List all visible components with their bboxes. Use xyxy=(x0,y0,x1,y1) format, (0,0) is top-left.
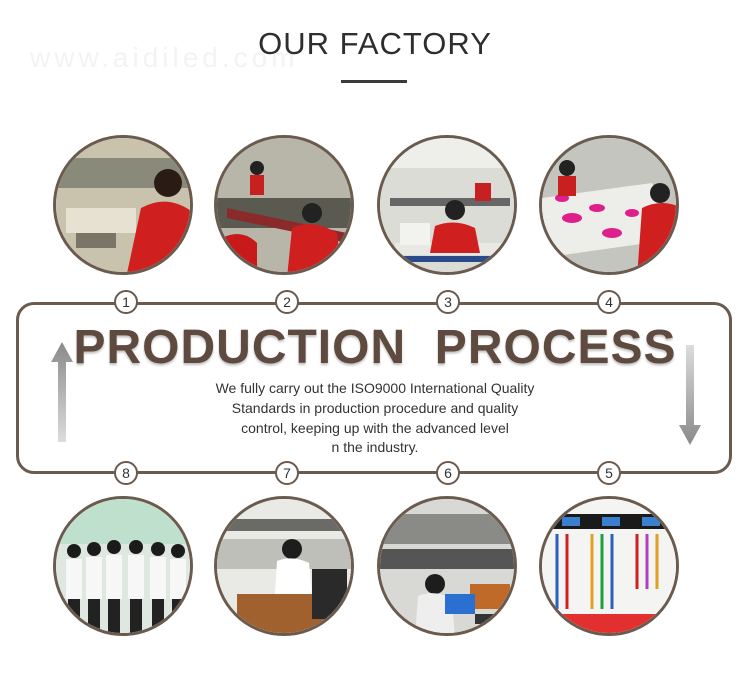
process-line-1: We fully carry out the ISO9000 Internati… xyxy=(215,380,535,396)
factory-photo-1 xyxy=(53,135,193,275)
arrow-up-icon xyxy=(51,342,73,442)
step-number-8: 8 xyxy=(114,461,138,485)
step-number-7: 7 xyxy=(275,461,299,485)
process-line-3: control, keeping up with the advanced le… xyxy=(241,420,509,436)
step-number-3: 3 xyxy=(436,290,460,314)
step-number-4: 4 xyxy=(597,290,621,314)
showroom-photo-5 xyxy=(539,496,679,636)
production-process-panel xyxy=(16,302,732,474)
factory-photo-4 xyxy=(539,135,679,275)
process-title: PRODUCTION PROCESS xyxy=(73,321,677,374)
process-line-4: n the industry. xyxy=(331,439,419,455)
step-number-2: 2 xyxy=(275,290,299,314)
factory-photo-2 xyxy=(214,135,354,275)
factory-photo-3 xyxy=(377,135,517,275)
office-photo-7 xyxy=(214,496,354,636)
step-number-5: 5 xyxy=(597,461,621,485)
step-number-6: 6 xyxy=(436,461,460,485)
team-photo-8 xyxy=(53,496,193,636)
page-title: OUR FACTORY xyxy=(258,26,492,61)
arrow-down-icon xyxy=(679,345,701,445)
office-photo-6 xyxy=(377,496,517,636)
process-line-2: Standards in production procedure and qu… xyxy=(231,400,519,416)
watermark-top: www.aidiled.com xyxy=(30,42,299,73)
step-number-1: 1 xyxy=(114,290,138,314)
title-underline xyxy=(341,80,407,83)
